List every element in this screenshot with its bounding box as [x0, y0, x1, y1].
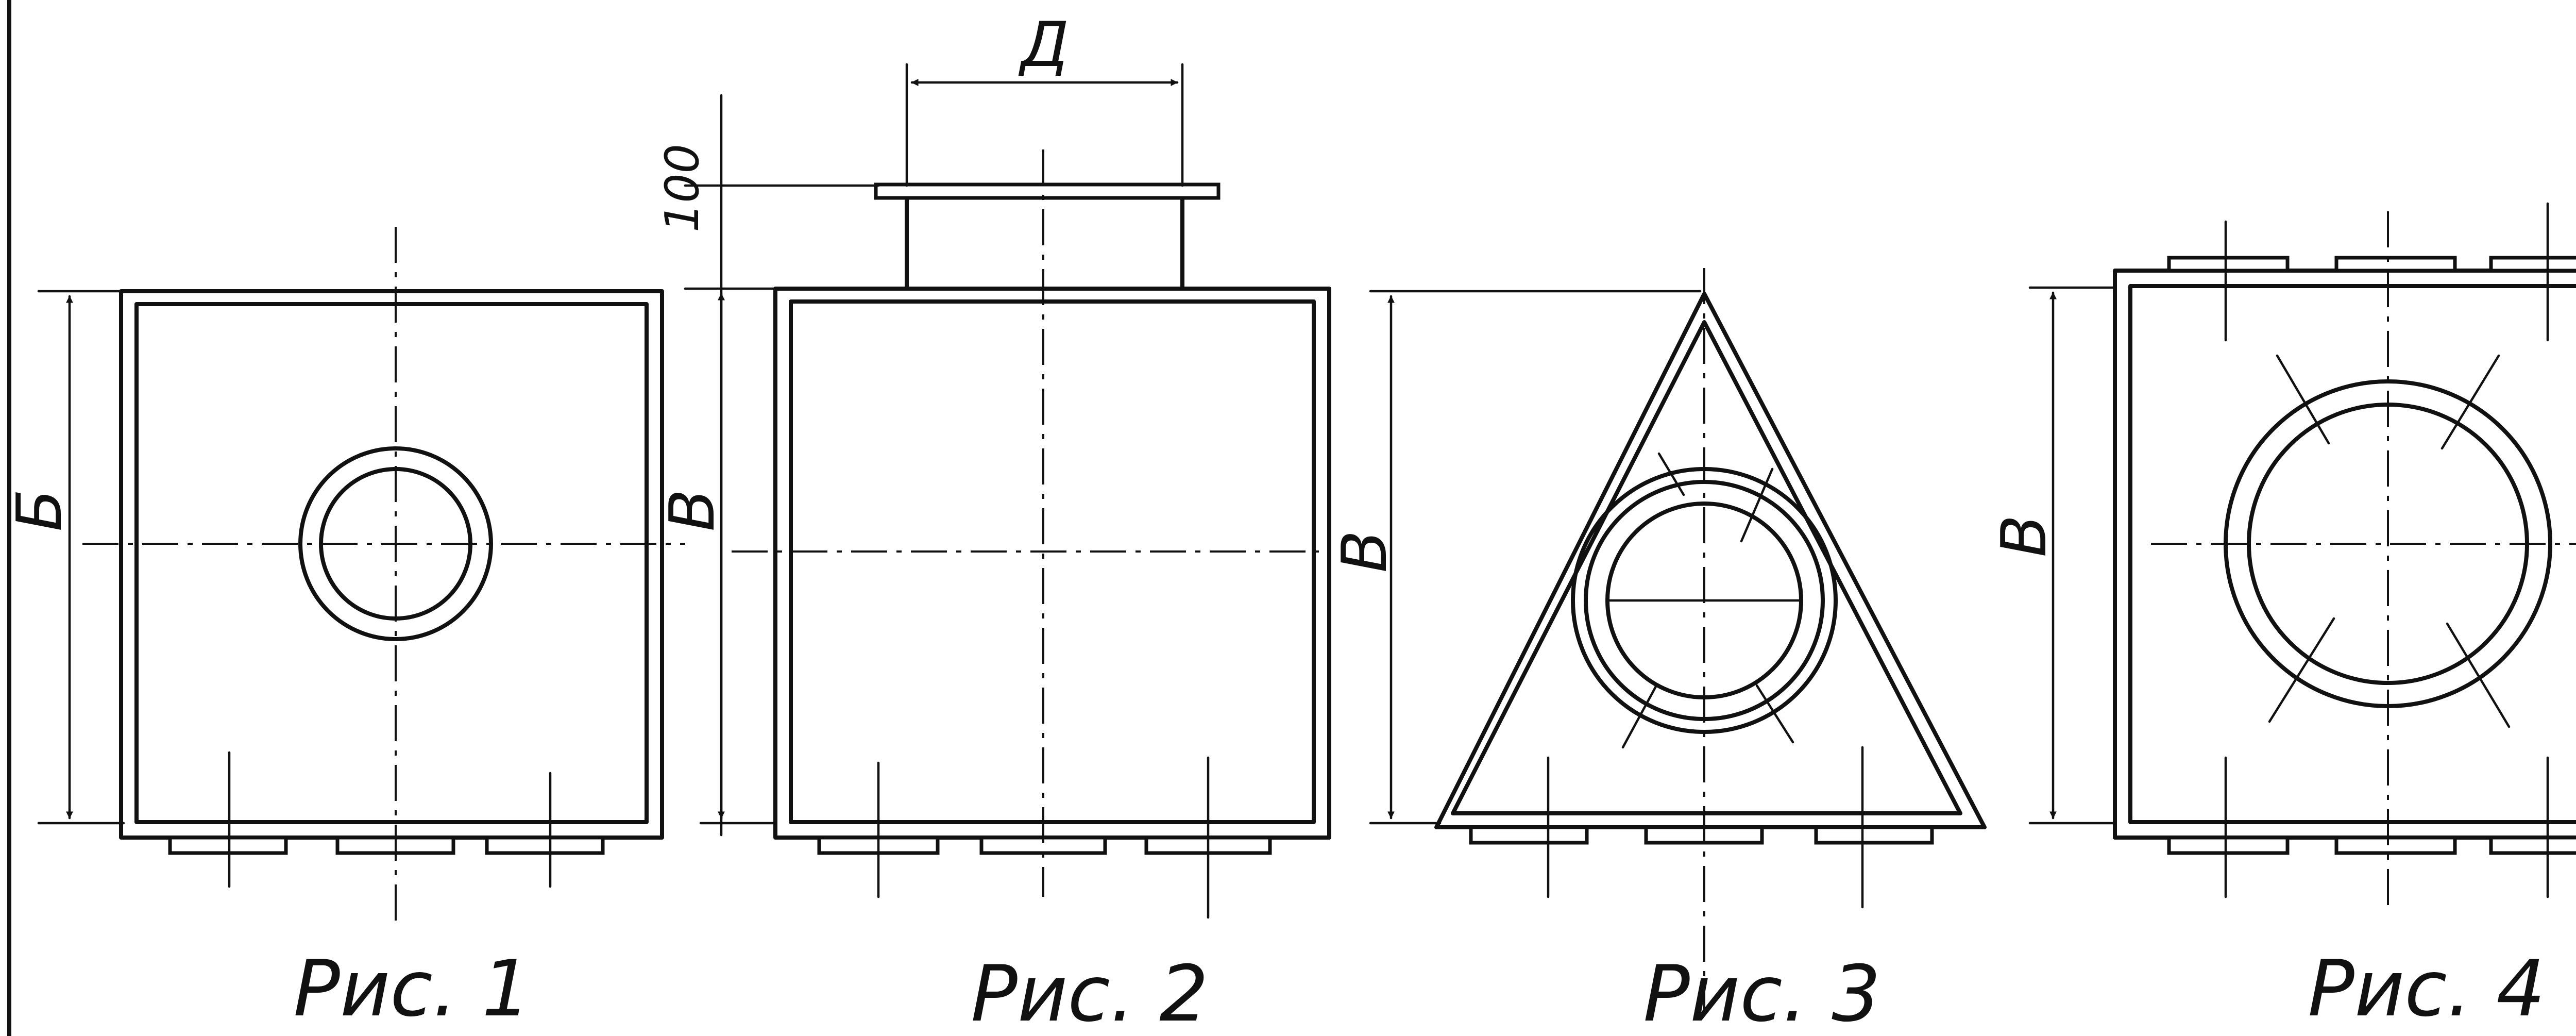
foot: [2489, 256, 2576, 273]
foot: [2167, 256, 2290, 273]
foot: [1814, 825, 1934, 845]
figure-4: В Рис. 4: [1989, 202, 2576, 1034]
box-outer: [2113, 269, 2576, 840]
box-outer: [773, 287, 1331, 840]
foot: [2334, 836, 2457, 855]
figure-caption: Рис. 3: [1643, 949, 1880, 1036]
height-label: В: [1329, 530, 1401, 573]
bolt-mark: [2441, 354, 2500, 450]
box-inner: [789, 299, 1316, 824]
triangle-inner: [1451, 320, 1962, 815]
figure-caption: Рис. 1: [293, 944, 531, 1034]
figure-1: Б Рис. 1: [4, 227, 685, 1034]
pipe-stub: [905, 191, 1184, 291]
pipe-width-label: Д: [1018, 9, 1069, 81]
bolt-mark: [1740, 467, 1774, 543]
figure-caption: Рис. 4: [2308, 944, 2545, 1034]
bolt-mark: [1657, 452, 1685, 496]
box-inner: [2128, 284, 2576, 824]
foot: [2167, 836, 2290, 855]
foot: [485, 836, 605, 855]
bolt-mark: [2446, 622, 2511, 728]
height-label: Б: [4, 489, 76, 531]
figure-2: Д 100 В Рис. 2: [655, 9, 1331, 1036]
box-inner: [134, 302, 649, 824]
figure-3: В Рис. 3: [1329, 268, 1987, 1036]
pipe-flange: [874, 182, 1221, 200]
foot: [2334, 256, 2457, 273]
bolt-mark: [1755, 684, 1794, 744]
foot: [1469, 825, 1589, 845]
height-label: В: [1989, 515, 2060, 557]
box-outer: [119, 289, 664, 840]
figure-caption: Рис. 2: [971, 949, 1208, 1036]
foot: [2489, 836, 2576, 855]
foot: [168, 836, 288, 855]
bolt-mark: [2268, 617, 2335, 723]
height-label: В: [657, 489, 728, 531]
triangle-outer: [1434, 292, 1987, 829]
bolt-mark: [2276, 354, 2330, 445]
bolt-mark: [1621, 684, 1658, 749]
flange-offset-label: 100: [655, 144, 709, 232]
